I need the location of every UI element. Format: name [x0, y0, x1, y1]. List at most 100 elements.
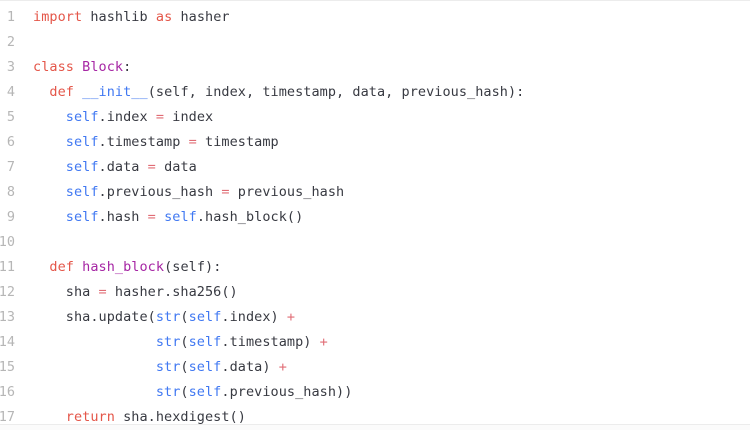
code-line[interactable]: 10	[0, 230, 750, 255]
code-line-content[interactable]: sha.update(str(self.index) +	[33, 305, 295, 330]
code-token-plain: .timestamp)	[221, 334, 320, 350]
code-line[interactable]: 11 def hash_block(self):	[0, 255, 750, 280]
code-token-plain	[156, 209, 164, 225]
line-number: 6	[6, 134, 15, 150]
code-token-plain: (	[180, 384, 189, 400]
code-line[interactable]: 7 self.data = data	[0, 155, 750, 180]
code-token-plain: data	[155, 159, 197, 175]
code-token-keyword: as	[155, 9, 173, 25]
code-token-plain: sha.update(	[65, 309, 156, 325]
code-token-keyword: import	[33, 9, 83, 25]
code-line-content[interactable]: class Block:	[33, 55, 131, 80]
code-token-plain: .index)	[221, 309, 287, 325]
code-token-plain: (	[180, 334, 189, 350]
bottom-gutter-strip	[0, 425, 750, 430]
code-line[interactable]: 3 class Block:	[0, 55, 750, 80]
code-token-plain	[33, 134, 66, 150]
code-token-plain: .previous_hash	[98, 184, 222, 200]
code-line-content[interactable]: return sha.hexdigest()	[33, 405, 246, 430]
code-token-plain	[33, 209, 66, 225]
code-token-plain	[33, 184, 66, 200]
code-line[interactable]: 6 self.timestamp = timestamp	[0, 130, 750, 155]
code-token-operator: =	[147, 209, 156, 225]
code-token-builtin: self	[188, 384, 222, 400]
code-token-plain	[74, 84, 82, 100]
code-line-content[interactable]: self.previous_hash = previous_hash	[33, 180, 344, 205]
code-token-builtin: __init__	[82, 84, 148, 100]
code-line[interactable]: 8 self.previous_hash = previous_hash	[0, 180, 750, 205]
code-line-content[interactable]: self.hash = self.hash_block()	[33, 205, 303, 230]
code-token-plain: , index, timestamp, data, previous_hash)…	[188, 84, 525, 100]
line-number-gutter: 6	[0, 130, 24, 155]
code-token-keyword: return	[65, 409, 115, 425]
code-line-content[interactable]: self.index = index	[33, 105, 213, 130]
code-line[interactable]: 9 self.hash = self.hash_block()	[0, 205, 750, 230]
code-line-content[interactable]: def hash_block(self):	[33, 255, 221, 280]
line-number-gutter: 16	[0, 380, 24, 405]
code-line[interactable]: 4 def __init__(self, index, timestamp, d…	[0, 80, 750, 105]
code-token-operator: =	[147, 159, 156, 175]
code-token-plain: hasher	[180, 9, 230, 25]
code-line[interactable]: 15 str(self.data) +	[0, 355, 750, 380]
code-token-plain: index	[164, 109, 214, 125]
line-number-gutter: 2	[0, 30, 24, 55]
code-line-content[interactable]: str(self.data) +	[33, 355, 287, 380]
line-number: 12	[0, 284, 15, 300]
code-token-class: hash_block	[82, 259, 165, 275]
code-line[interactable]: 13 sha.update(str(self.index) +	[0, 305, 750, 330]
code-line-content[interactable]: sha = hasher.sha256()	[33, 280, 238, 305]
code-line-content[interactable]: self.data = data	[33, 155, 197, 180]
line-number-gutter: 4	[0, 80, 24, 105]
code-token-builtin: str	[155, 334, 181, 350]
code-token-plain: hashlib	[90, 9, 148, 25]
code-token-operator: =	[221, 184, 230, 200]
code-token-plain: hasher.sha256()	[106, 284, 238, 300]
code-token-plain	[33, 259, 49, 275]
code-token-plain: (	[164, 259, 173, 275]
code-token-plain	[33, 409, 66, 425]
code-line-content[interactable]: str(self.previous_hash))	[33, 380, 353, 405]
code-line-content[interactable]: str(self.timestamp) +	[33, 330, 328, 355]
code-token-plain	[33, 84, 49, 100]
code-line[interactable]: 14 str(self.timestamp) +	[0, 330, 750, 355]
code-token-plain: .index	[98, 109, 156, 125]
line-number-gutter: 9	[0, 205, 24, 230]
code-token-plain: sha.hexdigest()	[114, 409, 246, 425]
code-token-operator: +	[319, 334, 328, 350]
code-token-plain: .data	[98, 159, 148, 175]
code-line[interactable]: 2	[0, 30, 750, 55]
code-token-class: Block	[82, 59, 124, 75]
line-number-gutter: 11	[0, 255, 24, 280]
line-number: 7	[6, 159, 15, 175]
code-token-plain: (	[180, 309, 189, 325]
code-line[interactable]: 16 str(self.previous_hash))	[0, 380, 750, 405]
code-line[interactable]: 12 sha = hasher.sha256()	[0, 280, 750, 305]
bottom-divider	[0, 424, 750, 425]
code-token-builtin: str	[155, 359, 181, 375]
code-token-builtin: self	[65, 159, 99, 175]
line-number: 15	[0, 359, 15, 375]
code-line-content[interactable]: import hashlib as hasher	[33, 5, 230, 30]
line-number: 17	[0, 409, 15, 425]
line-number: 13	[0, 309, 15, 325]
code-line[interactable]: 17 return sha.hexdigest()	[0, 405, 750, 430]
code-line-content[interactable]: def __init__(self, index, timestamp, dat…	[33, 80, 524, 105]
code-token-plain: ):	[205, 259, 222, 275]
code-token-plain: .hash_block()	[196, 209, 304, 225]
code-token-plain: sha	[65, 284, 99, 300]
code-line-content[interactable]: self.timestamp = timestamp	[33, 130, 279, 155]
code-token-keyword: class	[33, 59, 74, 75]
line-number: 11	[0, 259, 15, 275]
code-token-plain: (	[147, 84, 156, 100]
code-token-plain: :	[123, 59, 132, 75]
code-line[interactable]: 5 self.index = index	[0, 105, 750, 130]
line-number: 3	[6, 59, 15, 75]
code-token-plain	[33, 334, 156, 350]
line-number-gutter: 15	[0, 355, 24, 380]
code-token-operator: +	[286, 309, 296, 325]
code-token-plain: .data)	[221, 359, 279, 375]
code-token-builtin: self	[65, 184, 99, 200]
line-number-gutter: 12	[0, 280, 24, 305]
